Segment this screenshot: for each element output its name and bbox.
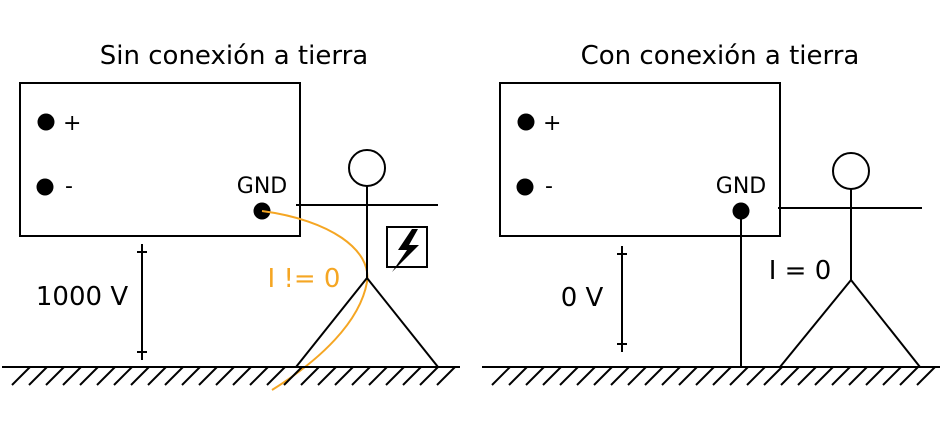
minus-label: - — [65, 174, 73, 199]
hatch-mark — [130, 366, 150, 386]
hatch-mark — [11, 366, 31, 386]
hatch-mark — [198, 366, 218, 386]
hatch-mark — [712, 366, 732, 386]
hatch-mark — [916, 366, 936, 386]
gnd-label: GND — [237, 174, 287, 199]
hatch-mark — [351, 366, 371, 386]
ground-hatch — [11, 366, 456, 386]
device-box — [19, 82, 301, 237]
hatch-mark — [419, 366, 439, 386]
hatch-mark — [627, 366, 647, 386]
hatch-mark — [763, 366, 783, 386]
person-figure — [295, 149, 439, 368]
hatch-mark — [559, 366, 579, 386]
hatch-mark — [831, 366, 851, 386]
hatch-mark — [215, 366, 235, 386]
hatch-mark — [644, 366, 664, 386]
plus-label: + — [63, 111, 81, 136]
hatch-mark — [317, 366, 337, 386]
hatch-mark — [491, 366, 511, 386]
hatch-mark — [402, 366, 422, 386]
hatch-mark — [79, 366, 99, 386]
current-path — [261, 210, 369, 391]
hatch-mark — [848, 366, 868, 386]
plus-label: + — [543, 111, 561, 136]
minus-terminal — [516, 178, 534, 196]
voltage-indicator — [137, 244, 147, 360]
voltage-label: 1000 V — [36, 282, 128, 312]
hatch-mark — [695, 366, 715, 386]
hatch-mark — [865, 366, 885, 386]
hatch-mark — [181, 366, 201, 386]
panel-grounded: Con conexión a tierra + - GND 0 V I = 0 — [482, 41, 940, 386]
hatch-mark — [96, 366, 116, 386]
hatch-mark — [283, 366, 303, 386]
panel-ungrounded: Sin conexión a tierra + - GND 1000 V I !… — [2, 41, 460, 391]
person-figure — [778, 152, 922, 368]
hatch-mark — [113, 366, 133, 386]
hatch-mark — [249, 366, 269, 386]
panel-title: Con conexión a tierra — [581, 41, 860, 71]
current-label: I != 0 — [268, 264, 341, 294]
hatch-mark — [164, 366, 184, 386]
hatch-mark — [814, 366, 834, 386]
voltage-indicator — [617, 246, 627, 352]
hatch-mark — [385, 366, 405, 386]
minus-terminal — [36, 178, 54, 196]
hatch-mark — [266, 366, 286, 386]
ground-hatch — [491, 366, 936, 386]
hatch-mark — [678, 366, 698, 386]
hatch-mark — [899, 366, 919, 386]
hatch-mark — [729, 366, 749, 386]
device-box — [499, 82, 781, 237]
plus-terminal — [517, 113, 535, 131]
minus-label: - — [545, 174, 553, 199]
voltage-label: 0 V — [561, 283, 604, 313]
hatch-mark — [28, 366, 48, 386]
hatch-mark — [368, 366, 388, 386]
hatch-mark — [797, 366, 817, 386]
hatch-mark — [882, 366, 902, 386]
hatch-mark — [661, 366, 681, 386]
current-label: I = 0 — [769, 256, 832, 286]
hatch-mark — [746, 366, 766, 386]
lightning-bolt-icon — [386, 226, 428, 272]
hatch-mark — [542, 366, 562, 386]
hatch-mark — [610, 366, 630, 386]
hatch-mark — [147, 366, 167, 386]
gnd-label: GND — [716, 174, 766, 199]
plus-terminal — [37, 113, 55, 131]
hatch-mark — [436, 366, 456, 386]
hatch-mark — [593, 366, 613, 386]
hatch-mark — [508, 366, 528, 386]
hatch-mark — [62, 366, 82, 386]
hatch-mark — [300, 366, 320, 386]
hatch-mark — [780, 366, 800, 386]
hatch-mark — [576, 366, 596, 386]
panel-title: Sin conexión a tierra — [100, 41, 368, 71]
hatch-mark — [232, 366, 252, 386]
hatch-mark — [525, 366, 545, 386]
hatch-mark — [45, 366, 65, 386]
hatch-mark — [334, 366, 354, 386]
